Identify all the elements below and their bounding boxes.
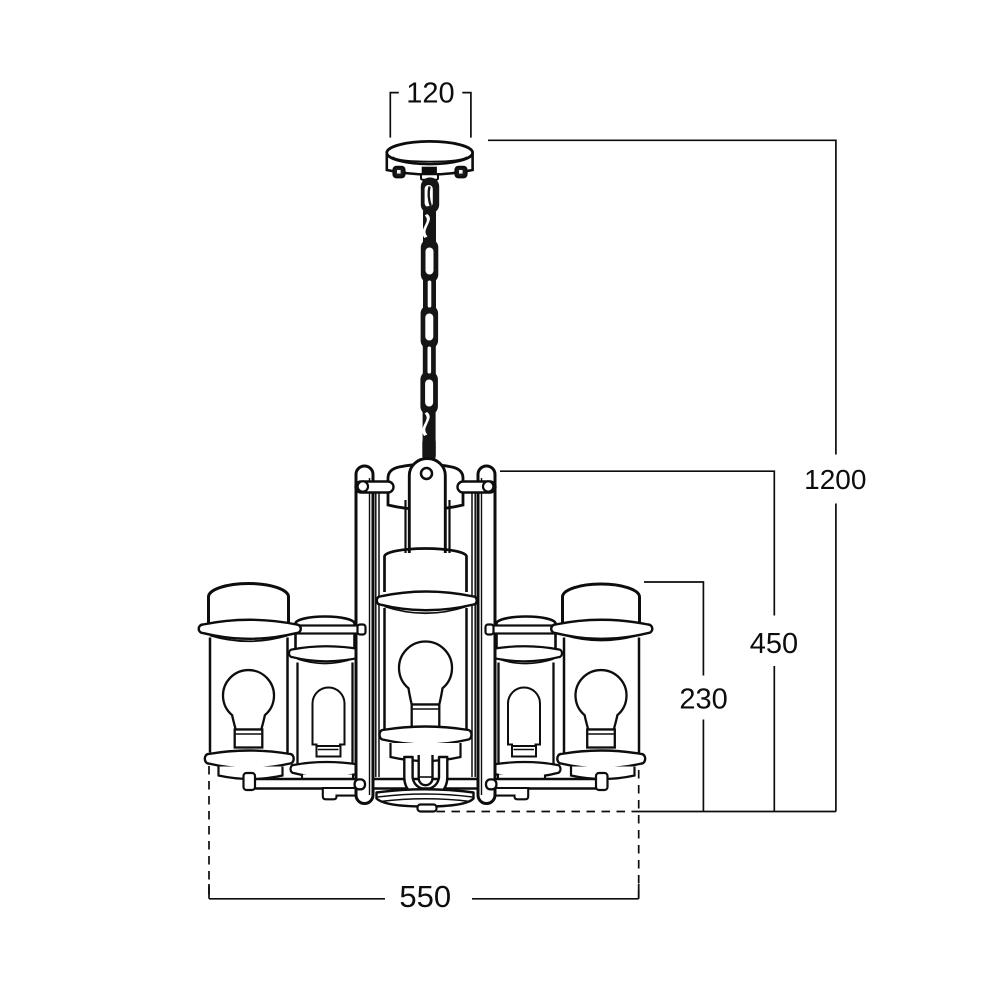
svg-text:230: 230: [679, 683, 727, 715]
svg-text:550: 550: [399, 879, 451, 914]
svg-text:1200: 1200: [804, 464, 866, 495]
svg-text:120: 120: [406, 77, 454, 109]
svg-text:450: 450: [750, 628, 798, 660]
